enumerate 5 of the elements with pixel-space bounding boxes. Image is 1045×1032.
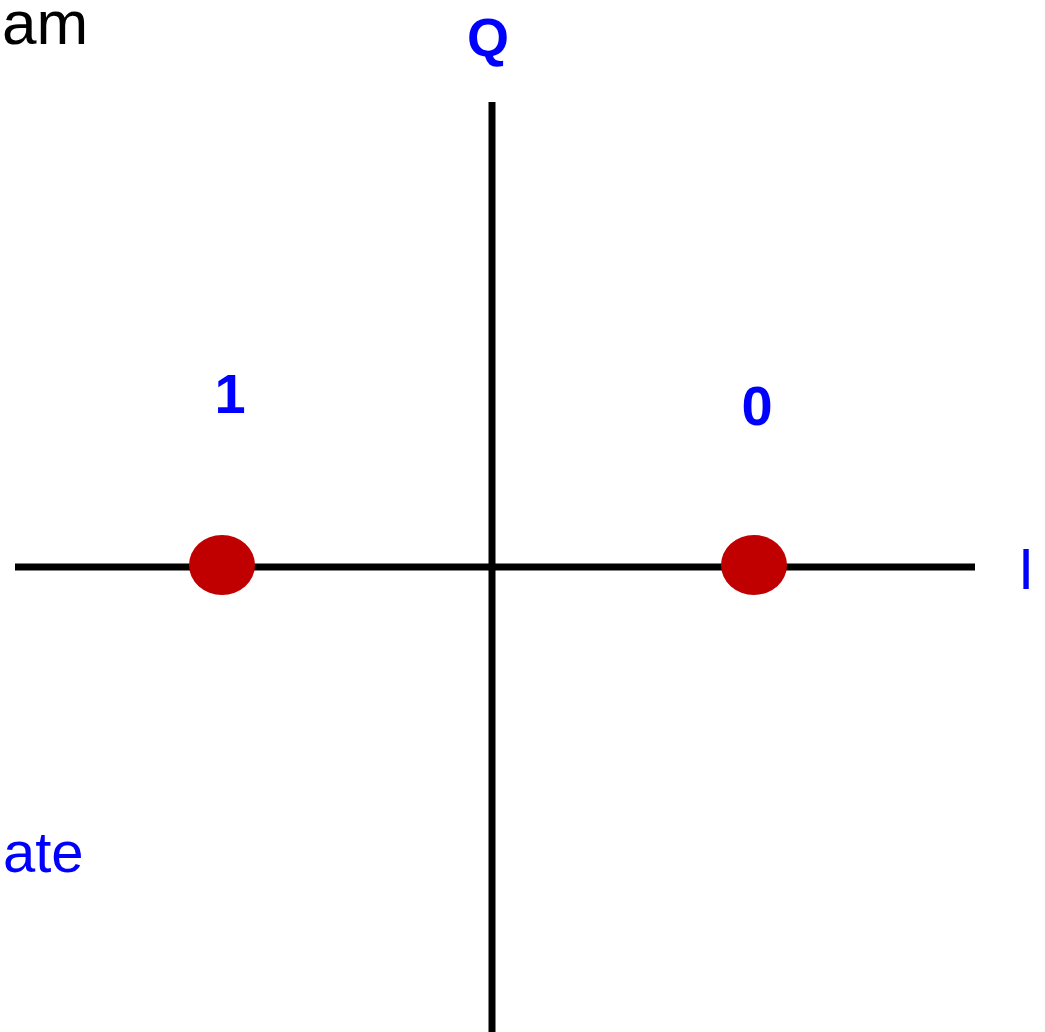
axis-label: I bbox=[1018, 540, 1035, 598]
title-text: am bbox=[2, 0, 89, 54]
point-label: 0 bbox=[741, 378, 773, 434]
point-label: 1 bbox=[214, 366, 246, 422]
axis-label: ate bbox=[3, 823, 84, 881]
